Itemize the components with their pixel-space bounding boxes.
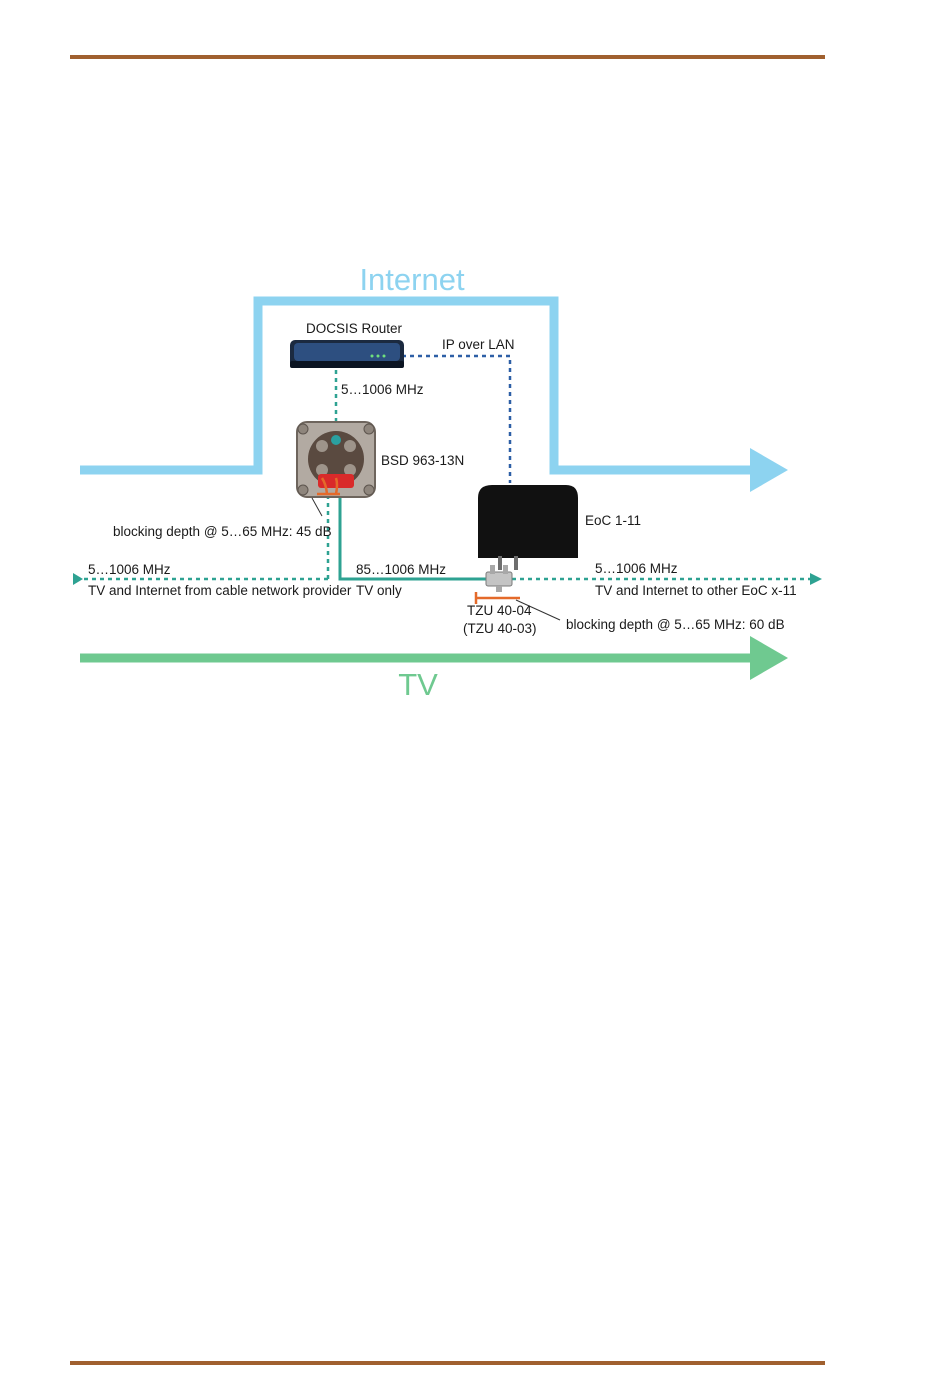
tzu-alt-label: (TZU 40-03) — [463, 621, 537, 636]
tv-freq-label: 85…1006 MHz — [356, 562, 446, 577]
tv-title: TV — [398, 667, 438, 702]
router-label: DOCSIS Router — [306, 321, 403, 336]
output-desc-label: TV and Internet to other EoC x-11 — [595, 583, 797, 598]
output-freq-label: 5…1006 MHz — [595, 561, 678, 576]
input-desc-label: TV and Internet from cable network provi… — [88, 583, 352, 598]
internet-title: Internet — [359, 262, 465, 297]
outlet-pointer — [312, 498, 322, 516]
eoc-device — [478, 485, 578, 570]
eoc-label: EoC 1-11 — [585, 513, 641, 528]
outlet-blocking-label: blocking depth @ 5…65 MHz: 45 dB — [113, 524, 332, 539]
internet-arrow-head — [750, 448, 788, 492]
outlet-label: BSD 963-13N — [381, 453, 464, 468]
router-freq-label: 5…1006 MHz — [341, 382, 424, 397]
tzu-blocking-label: blocking depth @ 5…65 MHz: 60 dB — [566, 617, 785, 632]
docsis-router — [290, 340, 404, 368]
lan-label: IP over LAN — [442, 337, 515, 352]
tv-desc-label: TV only — [356, 583, 402, 598]
cable-input-arrow — [73, 573, 83, 585]
cable-output-arrow — [810, 573, 822, 585]
tv-arrow-head — [750, 636, 788, 680]
input-freq-label: 5…1006 MHz — [88, 562, 171, 577]
tzu-label: TZU 40-04 — [467, 603, 532, 618]
